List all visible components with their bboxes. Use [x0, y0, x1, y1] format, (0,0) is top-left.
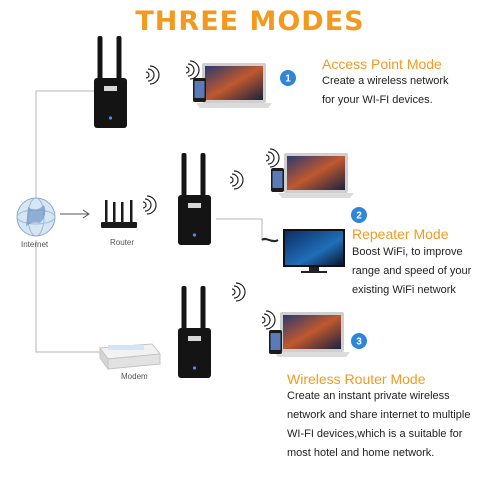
- repeater-wr-device: [178, 286, 211, 378]
- mode-2-description: Boost WiFi, to improve range and speed o…: [352, 243, 471, 300]
- router-icon: [101, 200, 137, 228]
- mode-3-line-3: WI-FI devices,which is a suitable for: [287, 428, 463, 440]
- wifi-icon: [265, 148, 280, 168]
- connection-lines: [35, 90, 274, 353]
- wifi-icon: [229, 170, 244, 190]
- arrow-icon: [60, 209, 90, 219]
- line-internet-to-ap: [35, 90, 100, 198]
- mode-2-line-3: existing WiFi network: [352, 284, 456, 296]
- mode-3-title: Wireless Router Mode: [287, 371, 426, 387]
- mode-3-number: 3: [356, 337, 362, 348]
- phone-icon: [271, 168, 284, 192]
- cable-icon: [261, 237, 279, 243]
- page-title: THREE MODES: [135, 6, 365, 37]
- tv-icon: [283, 229, 345, 273]
- mode-2-line-2: range and speed of your: [352, 265, 472, 277]
- modem-icon: [99, 343, 161, 371]
- wifi-icon: [142, 195, 157, 215]
- mode-3-line-2: network and share internet to multiple: [287, 409, 471, 421]
- mode-1-description: Create a wireless network for your WI-FI…: [322, 72, 449, 110]
- mode-1-title: Access Point Mode: [322, 56, 442, 72]
- mode-3-description: Create an instant private wireless netwo…: [287, 387, 470, 463]
- mode-3-badge: 3: [351, 333, 367, 349]
- mode-2-line-1: Boost WiFi, to improve: [352, 246, 463, 258]
- laptop-icon: [278, 153, 354, 198]
- line-repeater-to-tv: [216, 218, 274, 241]
- mode-2-badge: 2: [351, 207, 367, 223]
- wifi-icon: [261, 310, 276, 330]
- wifi-icon: [231, 282, 246, 302]
- mode-1-line-2: for your WI-FI devices.: [322, 94, 433, 106]
- laptop-icon: [196, 63, 272, 108]
- repeater-rp-device: [178, 153, 211, 245]
- wifi-icon: [185, 60, 200, 80]
- repeater-ap-device: [94, 36, 127, 128]
- mode-1-number: 1: [285, 74, 291, 85]
- line-internet-to-modem: [35, 240, 100, 353]
- globe-icon: [16, 197, 56, 237]
- wifi-icon: [145, 65, 160, 85]
- mode-2-title: Repeater Mode: [352, 226, 449, 242]
- mode-1-badge: 1: [280, 70, 296, 86]
- mode-2-number: 2: [356, 211, 362, 222]
- mode-3-line-4: most hotel and home network.: [287, 447, 435, 459]
- laptop-icon: [274, 312, 350, 357]
- phone-icon: [193, 78, 206, 102]
- router-label: Router: [110, 238, 135, 247]
- phone-icon: [269, 330, 282, 354]
- internet-label: Internet: [21, 240, 49, 249]
- mode-1-line-1: Create a wireless network: [322, 75, 449, 87]
- modem-label: Modem: [121, 372, 148, 381]
- mode-3-line-1: Create an instant private wireless: [287, 390, 450, 402]
